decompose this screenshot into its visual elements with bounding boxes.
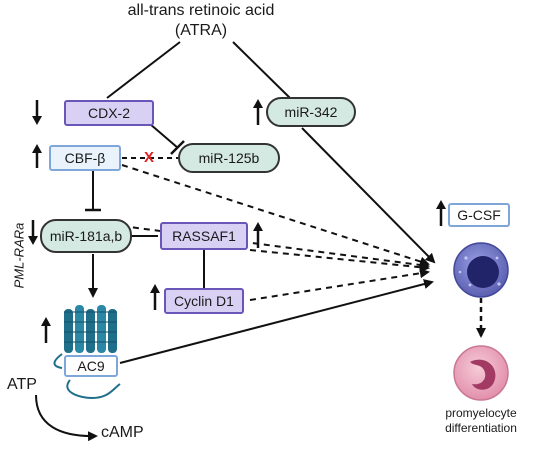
cdx2-to-mir125b-line: [149, 123, 179, 149]
cyclind1-to-cell-dashed: [249, 268, 430, 301]
atp-label: ATP: [7, 376, 37, 393]
rassaf1-to-cell-dashed: [249, 249, 430, 273]
cbfb-up-arrow-icon: [32, 144, 42, 168]
outcome-label-line2: differentiation: [445, 421, 517, 435]
ac9-up-arrow-icon: [41, 317, 51, 343]
cbfb-node: CBF-β: [49, 145, 121, 171]
rassaf1-up-arrow-icon: [253, 222, 263, 248]
gcsf-node: G-CSF: [448, 203, 510, 227]
mir181-down-arrow-icon: [28, 220, 38, 245]
camp-label: cAMP: [101, 424, 144, 441]
atra-title-line1: all-trans retinoic acid: [127, 2, 275, 19]
mir181-node: miR-181a,b: [40, 219, 132, 253]
mir125b-node: miR-125b: [178, 143, 280, 173]
gcsf-up-arrow-icon: [436, 200, 446, 226]
mir342-to-cell-line: [301, 127, 436, 264]
blood-cell-icon: [453, 242, 509, 298]
receptor-icon: [53, 305, 121, 400]
ac9-node: AC9: [64, 355, 118, 377]
ac9-to-cell-line: [119, 279, 434, 364]
atp-to-camp-curve: [35, 394, 98, 442]
cbfb-to-cell-dashed: [121, 164, 430, 267]
rassaf1-node: RASSAF1: [160, 222, 248, 250]
atra-to-mir342-line: [232, 41, 291, 99]
mir342-node: miR-342: [266, 97, 356, 127]
cdx2-to-mir125b-bar: [170, 140, 185, 155]
outcome-label-line1: promyelocyte: [445, 406, 517, 420]
mir181-to-cell-dashed: [121, 225, 430, 270]
pml-rara-label: PML-RARa: [11, 222, 27, 289]
atra-to-cdx2-line: [106, 41, 181, 99]
atra-title-line2: (ATRA): [174, 22, 228, 39]
cyclind1-node: Cyclin D1: [164, 288, 244, 314]
promyelocyte-cell-icon: [453, 345, 509, 401]
cdx2-down-arrow-icon: [32, 100, 42, 125]
block-x-mark: X: [144, 149, 155, 166]
cyclind1-up-arrow-icon: [150, 284, 160, 310]
mir342-up-arrow-icon: [253, 99, 263, 125]
cdx2-node: CDX-2: [64, 100, 154, 126]
